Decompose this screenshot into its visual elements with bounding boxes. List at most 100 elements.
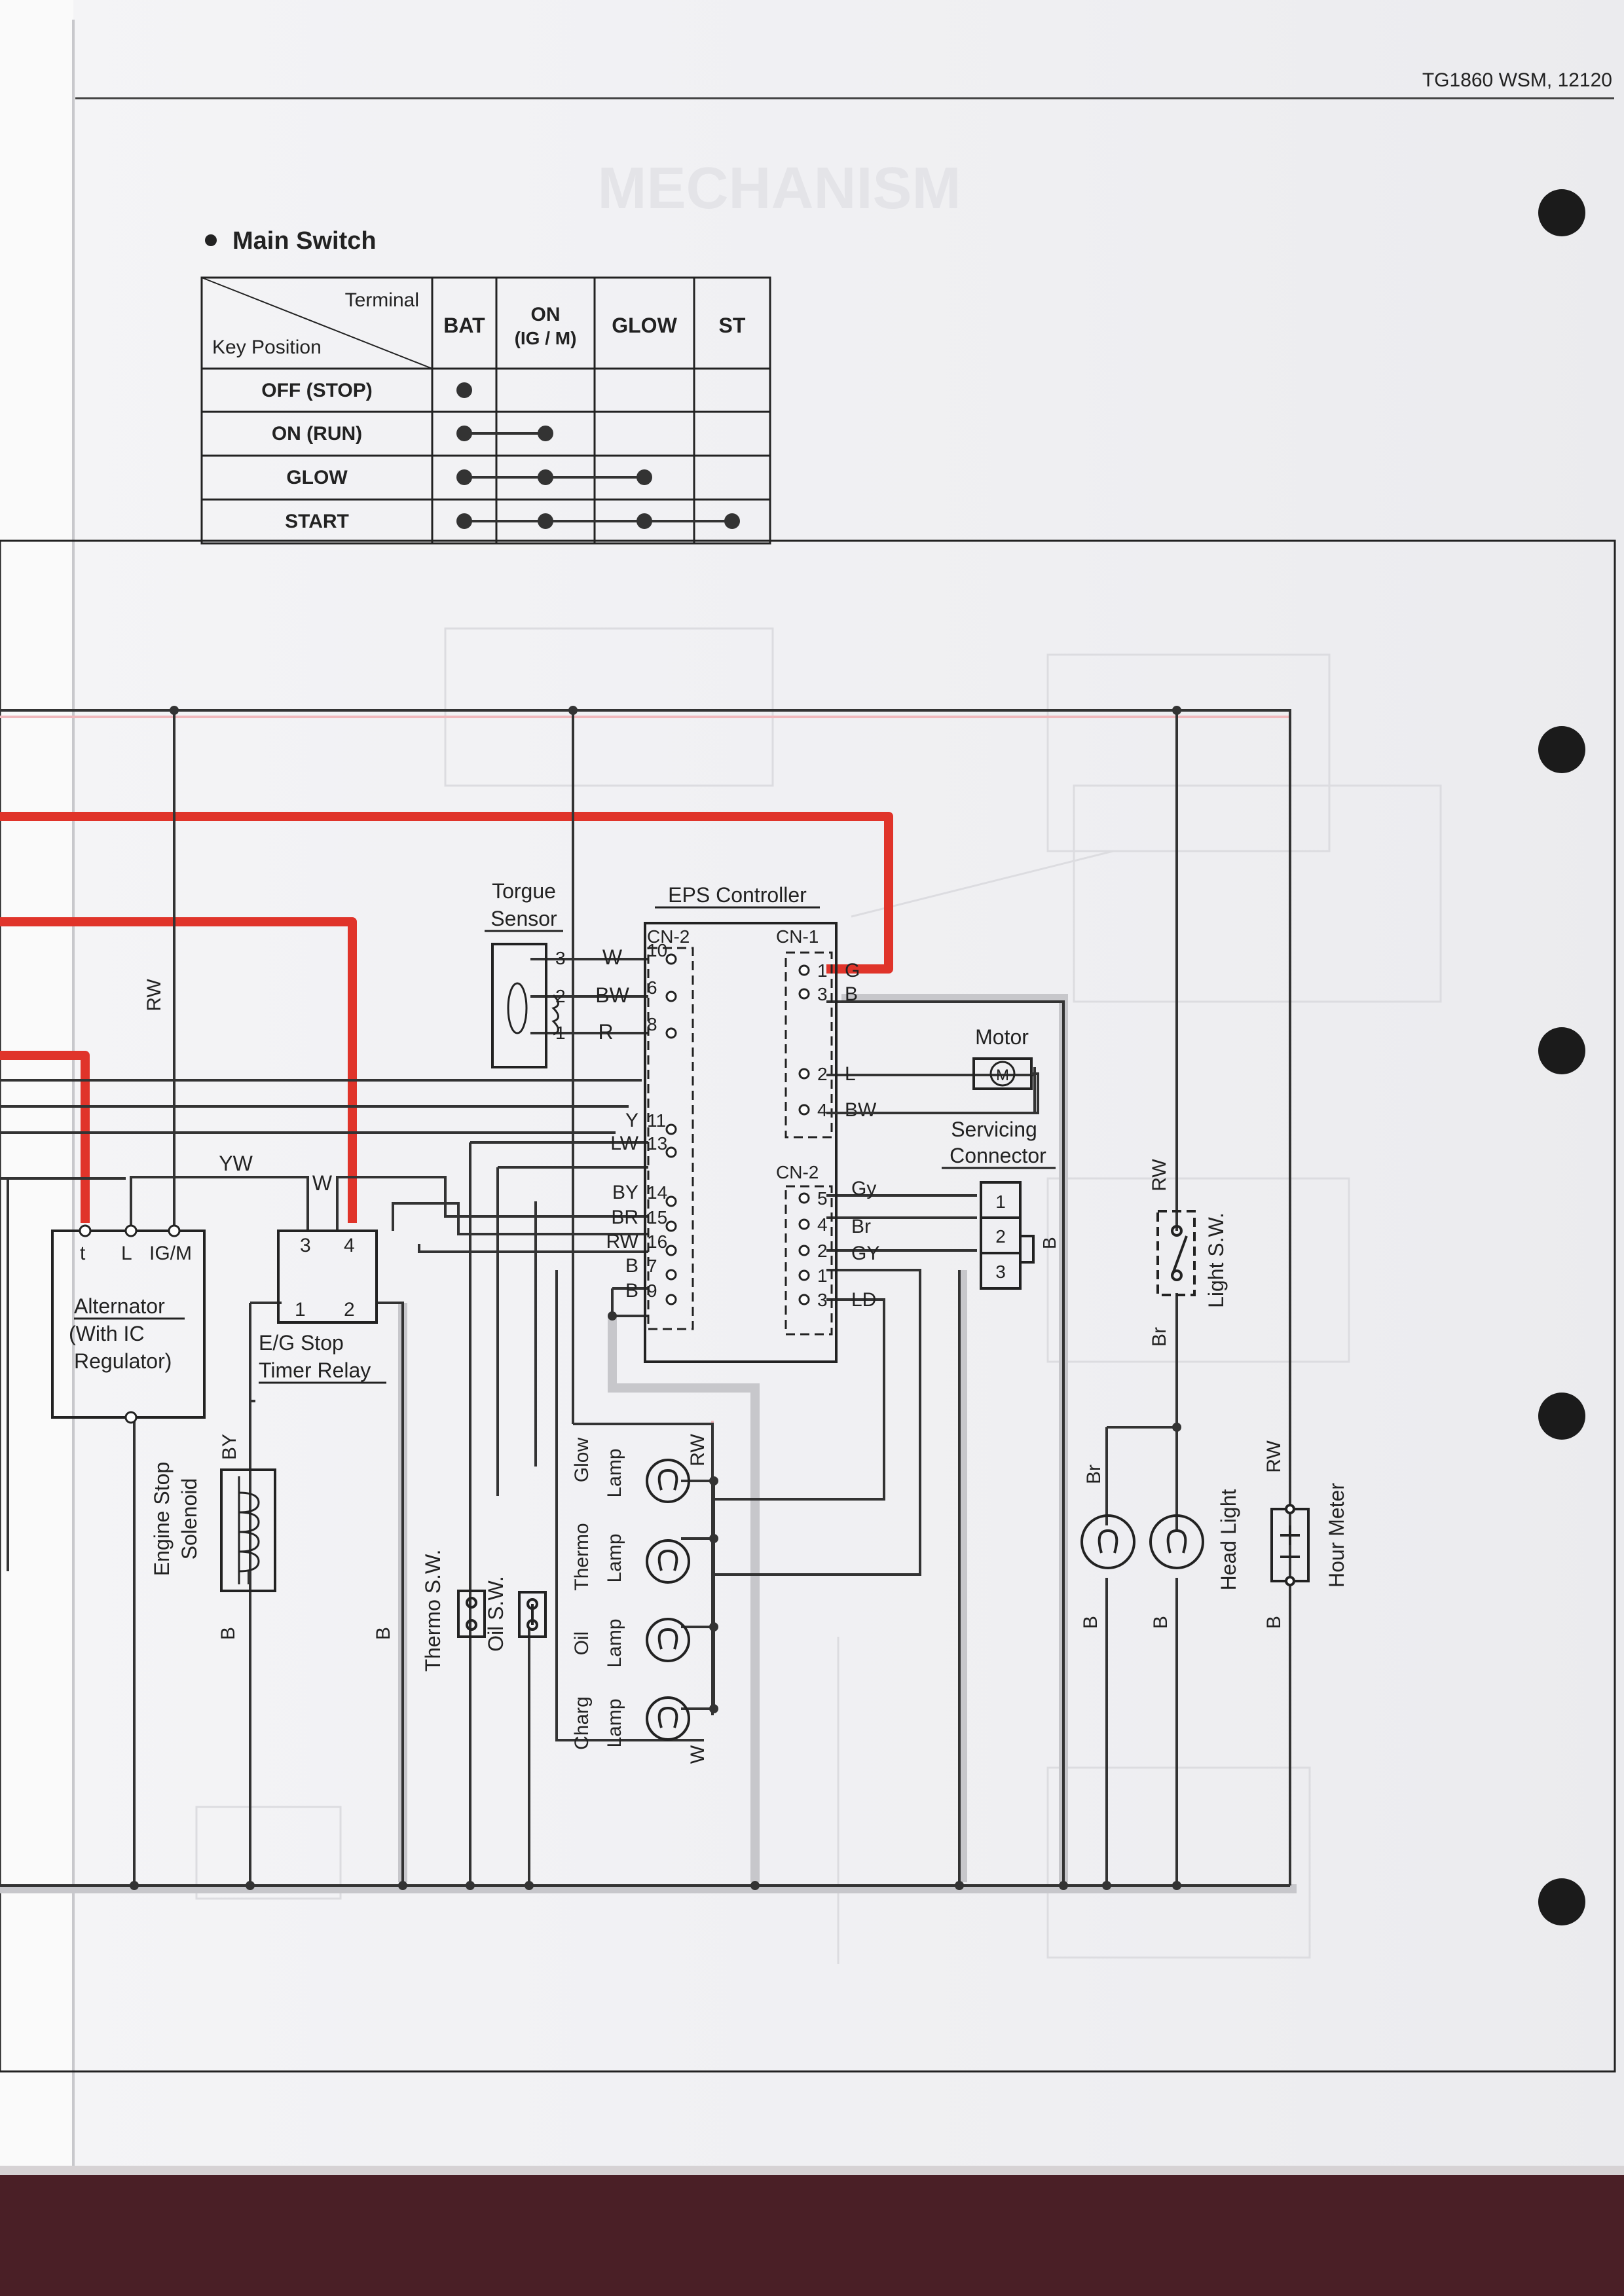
oil-lamp-1: Oil	[571, 1631, 593, 1656]
eps-left-pin-number: 9	[647, 1281, 657, 1301]
eps-cn2r-pin-number: 4	[817, 1214, 828, 1235]
eps-left-pin-number: 11	[647, 1110, 666, 1131]
eps-left-pin-terminal	[665, 1294, 677, 1305]
switch-contact-dot	[456, 469, 472, 485]
ts-pin-3: 3	[555, 948, 566, 968]
switch-contact-dot	[637, 469, 652, 485]
eps-left-pin-terminal	[665, 1220, 677, 1232]
relay-pin-1: 1	[295, 1299, 306, 1321]
head-light-lamps	[1080, 1514, 1204, 1569]
wire-label-b1: B	[217, 1627, 239, 1640]
glow-lamp-2: Lamp	[604, 1448, 625, 1497]
eps-cn1-pin-number: 3	[817, 984, 828, 1004]
ts-pin-2: 2	[555, 986, 566, 1006]
eps-left-pin-number: 13	[647, 1133, 667, 1154]
eps-cn1-wire-label: G	[845, 960, 860, 981]
light-switch	[1156, 1210, 1196, 1296]
wire-label-b5: B	[1263, 1616, 1285, 1629]
eps-cn1-wire-label: BW	[845, 1099, 877, 1121]
light-sw-label: Light S.W.	[1204, 1212, 1228, 1308]
alternator-label-2: (With IC	[69, 1322, 145, 1345]
eps-cn2r-pin-number: 1	[817, 1266, 828, 1286]
col-on-ig-m: (IG / M)	[515, 328, 577, 348]
solenoid-label-2: Solenoid	[177, 1478, 201, 1560]
eps-left-pin-terminal	[665, 1027, 677, 1039]
wire-label-b2: B	[373, 1627, 394, 1640]
col-st: ST	[719, 314, 746, 337]
wire-label-rw-light: RW	[1149, 1159, 1170, 1192]
ts-wire-bw: BW	[595, 983, 629, 1007]
eps-left-pin-terminal	[665, 991, 677, 1002]
glow-lamp-1: Glow	[571, 1437, 593, 1482]
thermo-sw-label: Thermo S.W.	[421, 1550, 445, 1672]
charg-lamp-2: Lamp	[604, 1698, 625, 1747]
eps-cn2r-wire-label: GY	[851, 1243, 879, 1264]
hour-meter	[1270, 1504, 1310, 1586]
eps-cn1-wire-label: B	[845, 983, 858, 1005]
corner-terminal: Terminal	[345, 289, 419, 311]
motor-wire	[826, 1072, 1039, 1114]
alternator-label-1: Alternator	[74, 1294, 165, 1318]
eps-left-wire-label: LW	[610, 1133, 638, 1154]
eps-cn1-pin-terminal	[798, 988, 810, 1000]
corner-key-position: Key Position	[212, 337, 322, 358]
relay-label-2: Timer Relay	[259, 1358, 371, 1382]
oil-lamp-2: Lamp	[604, 1618, 625, 1667]
eps-cn1-label: CN-1	[776, 926, 819, 947]
eps-cn2r-wire-label: Br	[851, 1216, 871, 1237]
wire-label-yw: YW	[219, 1152, 253, 1175]
wire-label-w-charge: W	[687, 1745, 709, 1764]
eps-cn2r-wire-label: Gy	[851, 1178, 876, 1199]
solenoid-label-1: Engine Stop	[150, 1462, 174, 1576]
switch-contact-dot	[456, 382, 472, 398]
dark-wires	[0, 709, 1291, 1889]
eps-cn2r-wire-label: LD	[851, 1289, 876, 1311]
eps-cn1-pin-terminal	[798, 1068, 810, 1080]
eps-cn2r-pin-terminal	[798, 1294, 810, 1305]
scan-background	[0, 2174, 1624, 2296]
alternator-label-3: Regulator)	[74, 1349, 172, 1373]
row-on: ON (RUN)	[272, 423, 362, 445]
binder-holes	[1538, 189, 1585, 1925]
wire-label-br-light: Br	[1149, 1327, 1170, 1347]
eps-left-pin-terminal	[665, 1245, 677, 1256]
torque-sensor-title-2: Sensor	[490, 907, 557, 930]
sc-pin-2: 2	[995, 1226, 1006, 1247]
servicing-connector	[980, 1181, 1035, 1290]
sc-wire-b: B	[1039, 1237, 1060, 1249]
main-switch-table	[200, 276, 771, 545]
eps-cn1-pin-number: 1	[817, 960, 828, 981]
eps-left-pin-number: 15	[647, 1207, 667, 1228]
sc-pin-1: 1	[995, 1192, 1006, 1212]
doc-id: TG1860 WSM, 12120	[1422, 69, 1612, 91]
servicing-label-2: Connector	[950, 1144, 1046, 1167]
eps-left-wire-label: B	[625, 1255, 638, 1277]
eps-cn2r-pin-number: 2	[817, 1241, 828, 1261]
switch-contact-dot	[538, 469, 553, 485]
relay-pin-3: 3	[300, 1235, 311, 1256]
eps-left-pin-number: 16	[647, 1231, 667, 1252]
eps-left-pin-terminal	[665, 1123, 677, 1135]
eps-left-pin-number: 14	[647, 1182, 667, 1203]
oil-sw-label: Oil S.W.	[484, 1576, 507, 1652]
diagram-frame	[0, 539, 1616, 2073]
head-light-label: Head Light	[1217, 1489, 1240, 1591]
eps-left-wire-label: B	[625, 1280, 638, 1302]
wire-label-br-lamp: Br	[1083, 1465, 1105, 1484]
eps-cn2r-pin-terminal	[798, 1269, 810, 1281]
sc-pin-3: 3	[995, 1262, 1006, 1282]
eps-cn1-wire-label: L	[845, 1063, 856, 1085]
eps-left-wire-label: RW	[606, 1231, 639, 1252]
wire-label-rw-top: RW	[143, 979, 165, 1011]
switch-contact-dot	[538, 513, 553, 529]
ts-pin-1: 1	[555, 1023, 566, 1043]
timer-relay-box	[277, 1230, 378, 1324]
wire-label-w: W	[312, 1171, 333, 1195]
ts-wire-r: R	[598, 1020, 613, 1044]
eps-controller-box	[644, 922, 838, 1363]
col-glow: GLOW	[612, 314, 677, 337]
col-on: ON	[531, 304, 561, 325]
